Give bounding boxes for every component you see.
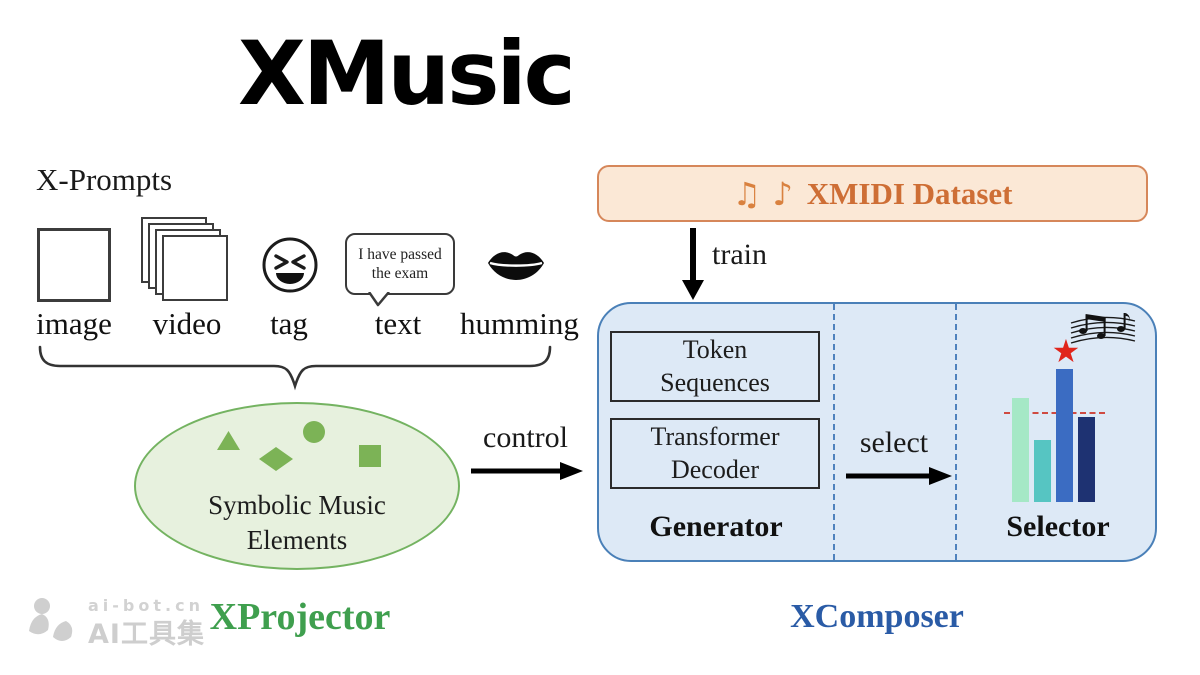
control-arrow (471, 462, 583, 480)
selector-label: Selector (1006, 510, 1110, 543)
music-notes-icon: ♫ ♪ (732, 174, 793, 213)
selector-bar-mint (1012, 398, 1029, 502)
train-arrow (682, 228, 704, 300)
laughing-emoji-icon (262, 237, 318, 293)
token-sequences-box: Token Sequences (610, 331, 820, 402)
threshold-dashed-line (1004, 412, 1105, 414)
ellipse-label-line2: Elements (246, 525, 348, 556)
generator-label: Generator (649, 510, 783, 543)
watermark-text-line2: AI工具集 (88, 619, 205, 650)
music-element-shapes (217, 421, 381, 471)
select-label: select (859, 426, 929, 459)
speech-bubble-tail (368, 292, 390, 307)
token-box-line1: Token (682, 335, 748, 364)
music-score-icon (1070, 313, 1136, 344)
token-box-line2: Sequences (660, 367, 770, 397)
decoder-box-line1: Transformer (650, 422, 780, 451)
lips-icon (488, 252, 544, 280)
ellipse-label-line1: Symbolic Music (208, 490, 386, 520)
dashed-divider (833, 304, 835, 560)
xmidi-dataset-label: XMIDI Dataset (806, 175, 1013, 211)
control-label: control (483, 421, 568, 454)
bubble-text-line2: the exam (371, 265, 429, 282)
transformer-decoder-box: Transformer Decoder (610, 418, 820, 489)
watermark-logo-icon (29, 598, 73, 641)
select-arrow (846, 467, 952, 485)
text-label: text (374, 306, 422, 341)
watermark-text-line1: ai-bot.cn (88, 596, 204, 615)
video-label: video (152, 306, 222, 341)
selector-bar-teal (1034, 440, 1051, 502)
decoder-box-line2: Decoder (670, 454, 760, 484)
train-label: train (712, 238, 767, 271)
image-icon (37, 228, 111, 302)
selector-bar-navy (1078, 417, 1095, 502)
selector-bar-royal (1056, 369, 1073, 502)
image-label: image (36, 306, 112, 341)
xprompts-heading: X-Prompts (36, 162, 173, 197)
xprojector-label: XProjector (209, 596, 391, 638)
tag-label: tag (270, 306, 308, 341)
video-icon (141, 217, 233, 307)
bubble-text-line1: I have passed (358, 245, 442, 263)
star-icon: ★ (1051, 332, 1081, 370)
speech-bubble: I have passed the exam (345, 233, 455, 295)
curly-brace (38, 345, 552, 391)
humming-label: humming (460, 306, 579, 341)
dashed-divider (955, 304, 957, 560)
xmidi-dataset-box: ♫ ♪ XMIDI Dataset (597, 165, 1148, 222)
xcomposer-box: Token Sequences Transformer Decoder Gene… (597, 302, 1157, 562)
selector-bars (1012, 369, 1095, 502)
xcomposer-label: XComposer (790, 598, 964, 635)
symbolic-music-ellipse: Symbolic Music Elements (134, 402, 460, 570)
page-title: XMusic (238, 22, 576, 125)
